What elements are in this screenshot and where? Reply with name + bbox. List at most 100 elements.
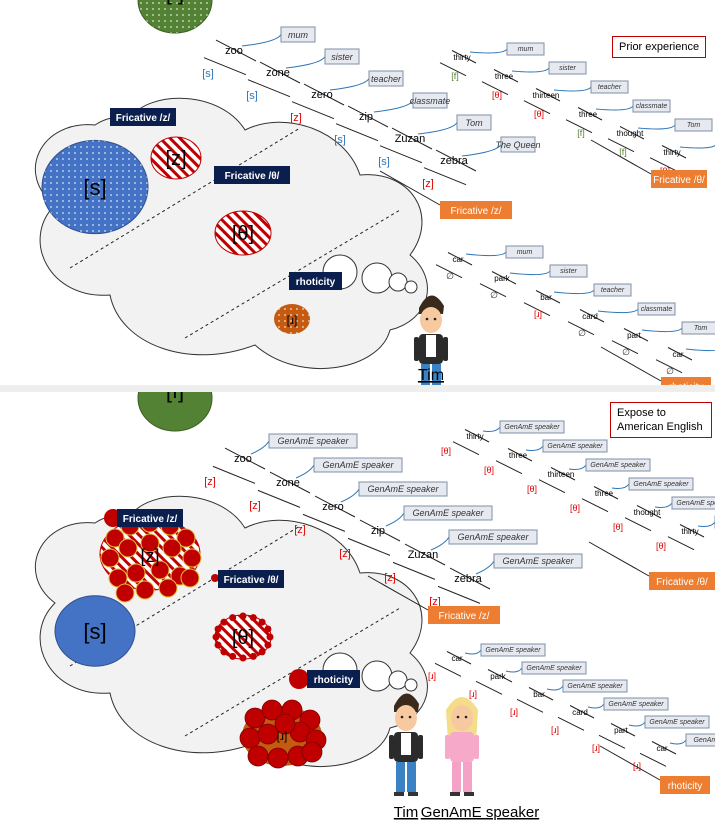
chain-word: part: [627, 331, 642, 340]
panel-prior-experience: [s][f][z][θ][ɹ]Fricative /z/Fricative /θ…: [0, 0, 715, 386]
speaker-connector: [509, 270, 551, 276]
r-exemplar-token: [267, 747, 289, 769]
chain-sound: ∅: [446, 271, 454, 281]
chain-sound: [s]: [378, 156, 390, 168]
th-exemplar-token: [264, 625, 272, 633]
speaker-label: The Queen: [495, 140, 540, 150]
speaker-connector: [595, 105, 634, 111]
s-sound-label: [s]: [83, 619, 106, 644]
chain-line: [619, 126, 645, 140]
speaker-box: [628, 477, 694, 491]
speaker-label: Tom: [694, 325, 708, 332]
chain-line: [516, 698, 544, 713]
person-arm: [389, 735, 394, 759]
chain-line: [581, 498, 609, 513]
speaker-connector: [597, 308, 639, 314]
category-label: Fricative /θ/: [224, 575, 279, 586]
r-exemplar-token: [244, 707, 266, 729]
s-dot-pattern: [42, 140, 148, 234]
chain-word: thought: [617, 129, 644, 138]
panel-title-box: Prior experience: [612, 36, 707, 58]
r-exemplar-token: [274, 713, 296, 735]
chain-sound: [θ]: [484, 465, 494, 475]
chain-line: [667, 536, 695, 551]
th-exemplar-token: [214, 625, 222, 633]
z-sound-label: [z]: [165, 148, 186, 170]
chain-sound: [f]: [619, 147, 627, 157]
speaker-connector: [611, 483, 630, 489]
chain-line: [203, 57, 247, 76]
american-exposure-diagram: [s][f][z][θ][ɹ]Fricative /z/Fricative /θ…: [35, 392, 715, 821]
chain-word: zone: [276, 477, 300, 489]
speaker-connector: [641, 327, 683, 333]
chain-line: [651, 741, 677, 755]
chain-sound: [θ]: [613, 522, 623, 532]
chain-line: [667, 347, 693, 361]
person-shirt: [457, 733, 467, 755]
f-sound-label: [f]: [166, 0, 184, 5]
th-exemplar-token: [258, 648, 266, 656]
speaker-connector: [417, 122, 458, 135]
category-label-bg: [214, 166, 290, 184]
speaker-connector: [465, 251, 507, 257]
r-exemplar-token: [239, 727, 261, 749]
speaker-box: [403, 505, 493, 521]
speaker-label: GenAmE speaker: [633, 481, 689, 488]
z-exemplar-token: [118, 538, 138, 558]
chain-line: [495, 460, 523, 475]
category-label: Fricative /z/: [116, 113, 171, 124]
speaker-connector: [430, 536, 450, 551]
r-exemplar-token: [301, 741, 323, 763]
speaker-box: [500, 136, 536, 153]
speaker-box: [412, 92, 448, 109]
chain-line: [435, 149, 477, 172]
chain-word: thirty: [453, 53, 470, 62]
z-exemplar-token: [162, 538, 182, 558]
chain-sound: [ɹ]: [592, 743, 600, 753]
chain-line: [451, 50, 477, 64]
r-dot-pattern: [274, 304, 310, 334]
category-label-bg: [117, 509, 183, 527]
chain-word: zoo: [234, 453, 252, 465]
person-leg: [452, 762, 461, 792]
thought-bubble: [388, 272, 408, 292]
chain-line: [259, 61, 301, 84]
chain-line: [446, 651, 472, 665]
panel-separator: [0, 385, 715, 392]
chain-sound: [ɹ]: [633, 761, 641, 771]
chain-line: [359, 519, 401, 542]
chain-line: [247, 79, 291, 98]
chain-word: thirty: [663, 148, 680, 157]
person-arm: [418, 735, 423, 759]
speaker-box: [542, 439, 608, 453]
chain-line: [569, 705, 595, 719]
speaker-box: [548, 61, 587, 75]
person-face: [451, 705, 473, 731]
speaker-box: [590, 80, 629, 94]
chain-word: zip: [359, 111, 373, 123]
person-eye: [400, 715, 404, 719]
chain-line: [590, 139, 652, 175]
z-exemplar-token: [100, 548, 120, 568]
speaker-connector: [329, 78, 370, 91]
speaker-connector: [654, 502, 673, 508]
z-exemplar-token: [176, 528, 196, 548]
speaker-label: sister: [559, 65, 576, 72]
r-exemplar-token: [247, 745, 269, 767]
speaker-connector: [546, 685, 564, 691]
chain-word: park: [490, 672, 507, 681]
speaker-connector: [250, 440, 270, 455]
chain-sound: [θ]: [570, 503, 580, 513]
chain-sound: [f]: [451, 71, 459, 81]
chain-sound: [z]: [429, 596, 441, 608]
chain-sound: [s]: [246, 90, 258, 102]
chain-line: [567, 321, 595, 336]
chain-line: [452, 441, 480, 456]
chain-line: [655, 359, 683, 374]
chain-sound: [θ]: [527, 484, 537, 494]
person-eye: [408, 715, 412, 719]
speaker-box: [505, 245, 544, 259]
category-label-bg: [307, 670, 360, 688]
chain-word: car: [451, 654, 462, 663]
speaker-box: [674, 118, 713, 132]
